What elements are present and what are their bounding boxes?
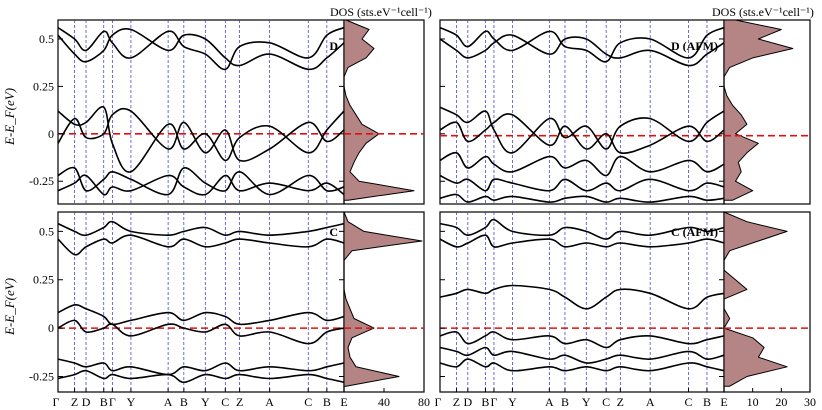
band-line <box>57 234 345 256</box>
band-line <box>439 234 725 248</box>
band-line <box>439 106 725 154</box>
y-axis-label-bottom: E-E_F(eV) <box>2 278 17 336</box>
band-line <box>439 26 725 63</box>
band-line <box>439 346 725 364</box>
band-line <box>439 330 725 349</box>
dos-tick-label: 40 <box>378 395 390 409</box>
band-panel-2: D (AFM) <box>439 19 725 205</box>
kpoint-label: Y <box>508 395 517 409</box>
band-panel-frame <box>57 19 345 205</box>
kpoint-label: C <box>684 395 692 409</box>
y-tick-label: 0.5 <box>39 224 54 238</box>
kpoint-label: B <box>323 395 331 409</box>
kpoint-label: Z <box>617 395 624 409</box>
kpoint-label: B <box>481 395 489 409</box>
kpoint-label: B <box>100 395 108 409</box>
dos-tick-label: 80 <box>418 395 430 409</box>
band-line <box>439 218 725 240</box>
band-line <box>439 151 725 177</box>
band-line <box>439 34 725 67</box>
kpoint-label: Γ <box>109 395 116 409</box>
kpoint-label: Z <box>71 395 78 409</box>
kpoint-label: A <box>265 395 274 409</box>
dos-area <box>723 19 794 201</box>
kpoint-label: A <box>545 395 554 409</box>
kpoint-label: B <box>703 395 711 409</box>
band-line <box>57 166 345 196</box>
panel-label: D (AFM) <box>671 39 718 53</box>
kpoint-label: Γ <box>490 395 497 409</box>
band-line <box>57 107 345 162</box>
y-tick-label: -0.25 <box>29 174 54 188</box>
kpoint-label: C <box>602 395 610 409</box>
band-line <box>439 358 725 372</box>
band-line <box>57 369 345 384</box>
y-tick-label: 0.5 <box>39 32 54 46</box>
dos-panel-4: 10 20 30 <box>723 211 816 409</box>
band-line <box>439 284 725 310</box>
dos-tick-label: 30 <box>804 395 816 409</box>
band-panel-1: D 0.5 0.25 0 -0.25 <box>29 19 345 205</box>
y-tick-label: 0.25 <box>33 79 54 93</box>
kpoint-label: A <box>164 395 173 409</box>
band-line <box>439 193 725 203</box>
panel-label: C (AFM) <box>671 225 718 239</box>
kpoint-label: Y <box>582 395 591 409</box>
kpoint-label: A <box>646 395 655 409</box>
y-tick-label: 0.25 <box>33 273 54 287</box>
band-line <box>57 28 345 71</box>
kpoint-label: E <box>720 395 727 409</box>
y-tick-label: -0.25 <box>29 370 54 384</box>
band-line <box>439 174 725 192</box>
dos-area <box>343 211 423 387</box>
dos-panel-2 <box>723 19 811 205</box>
band-line <box>439 113 725 154</box>
y-tick-label: 0 <box>48 321 54 335</box>
y-axis-label-top: E-E_F(eV) <box>2 88 17 146</box>
band-line <box>57 106 345 173</box>
dos-panel-1 <box>343 19 425 205</box>
band-line <box>57 304 345 326</box>
panel-label: C <box>329 225 338 239</box>
kpoint-label: C <box>304 395 312 409</box>
band-line <box>57 174 345 196</box>
dos-area <box>343 19 415 201</box>
band-panel-frame <box>57 211 345 393</box>
kpoint-label: D <box>82 395 91 409</box>
band-line <box>57 358 345 376</box>
kpoint-label: Γ <box>53 395 60 409</box>
band-line <box>57 319 345 345</box>
kpoint-label: C <box>221 395 229 409</box>
kpoint-label: Z <box>236 395 243 409</box>
band-line <box>57 220 345 237</box>
kpoint-label: B <box>180 395 188 409</box>
dos-panel-3: 40 80 <box>343 211 430 409</box>
dos-tick-label: 20 <box>775 395 787 409</box>
kpoint-label: Y <box>201 395 210 409</box>
kpoint-label: Y <box>127 395 136 409</box>
kpoint-label: E <box>340 395 347 409</box>
panel-label: D <box>329 39 338 53</box>
kpoint-label: B <box>561 395 569 409</box>
dos-tick-label: 10 <box>747 395 759 409</box>
dos-axis-title-left: DOS (sts.eV⁻¹cell⁻¹) <box>330 5 432 19</box>
kpoint-label: Γ <box>435 395 442 409</box>
band-line <box>57 26 345 71</box>
dos-axis-title-right: DOS (sts.eV⁻¹cell⁻¹) <box>712 5 814 19</box>
kpoint-label: D <box>463 395 472 409</box>
y-tick-label: 0 <box>48 127 54 141</box>
dos-area <box>723 211 788 387</box>
kpoint-label: Z <box>453 395 460 409</box>
